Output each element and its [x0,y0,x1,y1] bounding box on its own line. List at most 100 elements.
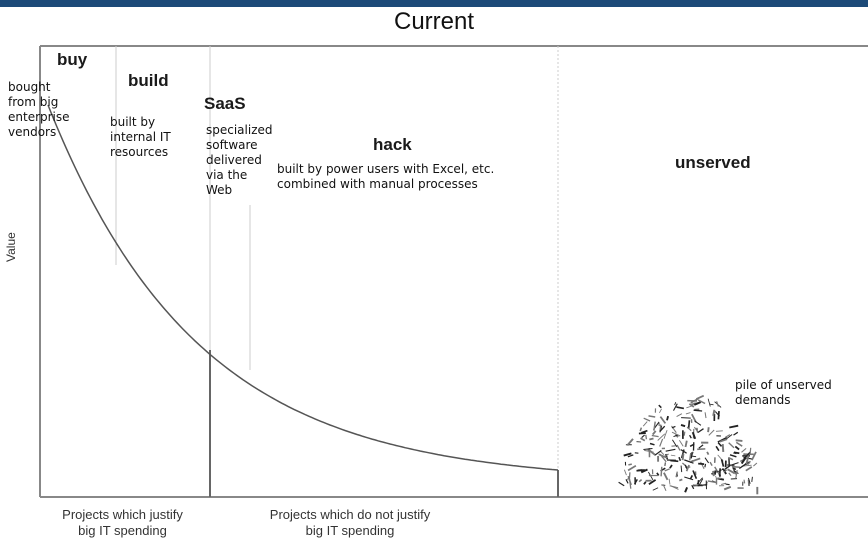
pile-stroke [704,457,710,464]
pile-stroke [651,434,659,438]
pile-stroke [663,430,668,439]
pile-stroke [706,451,710,456]
pile-stroke [741,448,747,453]
pile-stroke [676,413,683,418]
pile-stroke [721,482,727,485]
pile-stroke [732,465,736,468]
pile-stroke [716,401,719,407]
pile-stroke [727,468,736,475]
pile-stroke [659,438,664,447]
pile-stroke [686,426,692,432]
pile-stroke [749,447,752,455]
pile-stroke [649,437,654,441]
pile-stroke [689,452,692,461]
pile-stroke [625,479,629,484]
pile-stroke [670,454,676,457]
pile-stroke [626,438,634,447]
category-label-not-justify: Projects which do not justify big IT spe… [269,507,431,538]
pile-stroke [671,431,681,437]
pile-stroke [638,478,643,483]
segment-title-build: build [128,71,169,90]
pile-stroke [732,467,737,471]
pile-stroke [729,462,739,467]
pile-stroke [729,454,737,458]
pile-stroke [643,417,651,422]
pile-stroke [643,481,647,485]
pile-stroke [653,421,656,431]
pile-stroke [725,434,733,440]
pile-stroke [721,444,725,452]
pile-stroke [697,428,704,434]
pile-stroke [708,429,715,436]
pile-stroke [688,403,695,408]
pile-stroke [704,463,707,468]
pile-stroke [649,442,655,446]
pile-stroke [747,477,751,484]
pile-stroke [747,460,751,466]
pile-stroke [733,452,737,455]
pile-stroke [628,472,631,481]
segment-title-buy: buy [57,50,88,69]
pile-stroke [728,472,732,477]
pile-stroke [698,462,705,465]
pile-stroke [676,444,681,451]
pile-stroke [693,409,703,412]
pile-stroke [733,470,739,475]
pile-stroke [714,411,721,417]
pile-stroke [659,425,666,432]
pile-stroke [681,453,685,461]
pile-stroke [695,394,705,400]
pile-stroke [636,469,645,472]
pile-annotation: pile of unserved demands [735,378,832,407]
pile-stroke [707,427,710,433]
value-curve [47,104,559,471]
pile-stroke [728,442,735,449]
pile-stroke [721,468,726,472]
pile-stroke [676,406,685,410]
pile-stroke [712,409,716,416]
pile-stroke [692,470,698,480]
y-axis-label: Value [4,232,18,262]
pile-stroke [707,480,717,484]
pile-stroke [689,443,695,447]
segment-title-unserved: unserved [675,153,751,172]
pile-stroke [680,449,687,454]
pile-stroke [689,434,692,439]
pile-stroke [689,475,694,480]
pile-stroke [662,484,667,492]
pile-stroke [642,421,648,427]
pile-stroke [660,425,663,430]
pile-stroke [691,455,697,458]
pile-stroke [699,478,704,485]
pile-stroke [660,466,663,477]
pile-stroke [709,461,713,466]
pile-stroke [641,434,645,439]
pile-stroke [659,416,667,424]
pile-stroke [712,470,715,477]
pile-stroke [685,412,691,415]
segment-desc-buy: bought from big enterprise vendors [8,80,70,139]
pile-stroke [669,464,673,469]
pile-stroke [700,461,705,470]
pile-stroke [644,449,654,453]
pile-stroke [637,468,643,471]
pile-stroke [684,487,689,493]
pile-stroke [684,476,694,481]
pile-stroke [658,453,668,459]
pile-stroke [735,441,743,447]
pile-stroke [725,434,731,438]
pile-stroke [669,485,679,489]
pile-stroke [751,451,757,461]
pile-stroke [678,456,682,462]
pile-stroke [740,457,747,465]
pile-stroke [693,401,702,406]
pile-stroke [648,479,657,486]
pile-stroke [676,473,678,477]
pile-stroke [715,430,723,432]
pile-stroke [687,420,691,429]
chart-frame [39,45,868,498]
pile-stroke [686,405,693,409]
pile-stroke [697,480,700,485]
pile-stroke [628,463,632,466]
pile-stroke [733,431,739,436]
